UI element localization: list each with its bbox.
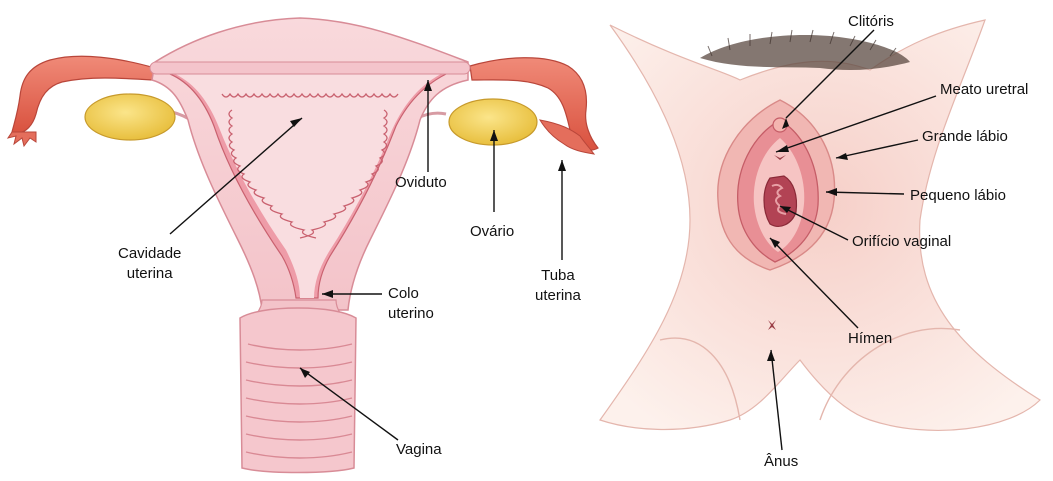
label-colo-uterino: Colo uterino xyxy=(388,284,434,324)
label-himen: Hímen xyxy=(848,329,892,349)
label-tuba-uterina: Tuba uterina xyxy=(535,266,581,306)
pubic-hair xyxy=(700,35,910,70)
label-colo-line2: uterino xyxy=(388,304,434,324)
label-clitoris: Clitóris xyxy=(848,12,894,32)
label-meato-uretral: Meato uretral xyxy=(940,80,1028,100)
label-orificio-vaginal: Orifício vaginal xyxy=(852,232,951,252)
label-colo-line1: Colo xyxy=(388,284,434,304)
vagina xyxy=(240,308,356,473)
label-oviduto: Oviduto xyxy=(395,173,447,193)
oviduct-band xyxy=(150,62,470,74)
left-fimbriae xyxy=(8,132,36,146)
left-ovary xyxy=(85,94,175,140)
label-vagina: Vagina xyxy=(396,440,442,460)
label-cavidade-uterina: Cavidade uterina xyxy=(118,244,181,284)
label-pequeno-labio: Pequeno lábio xyxy=(910,186,1006,206)
label-anus: Ânus xyxy=(764,452,798,472)
label-cavidade-line1: Cavidade xyxy=(118,244,181,264)
label-grande-labio: Grande lábio xyxy=(922,127,1008,147)
vaginal-orifice xyxy=(764,176,797,226)
label-tuba-line2: uterina xyxy=(535,286,581,306)
label-tuba-line1: Tuba xyxy=(535,266,581,286)
label-cavidade-line2: uterina xyxy=(118,264,181,284)
label-ovario: Ovário xyxy=(470,222,514,242)
